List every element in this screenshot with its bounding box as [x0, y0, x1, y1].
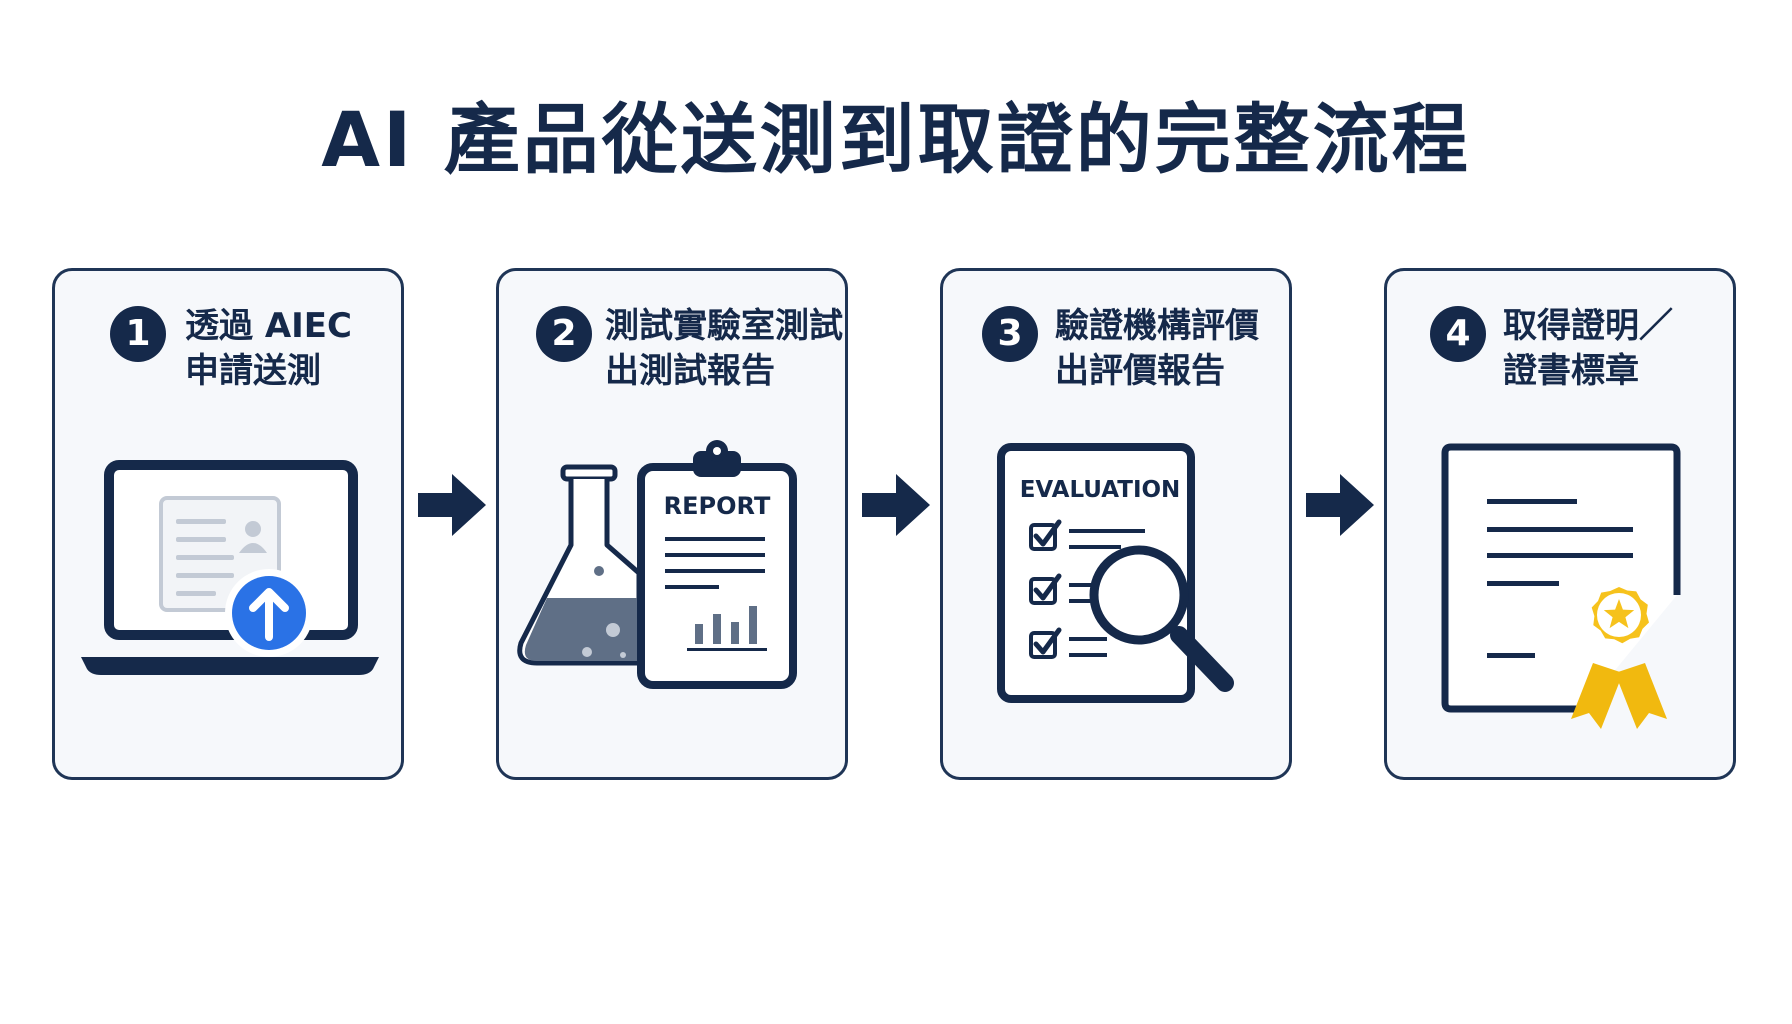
evaluation-checklist-icon: EVALUATION — [997, 443, 1234, 703]
step-title-line-1: 取得證明／ — [1503, 306, 1673, 346]
flow-arrow-icon — [418, 474, 486, 536]
laptop-upload-icon — [81, 460, 379, 675]
step-title-line-2: 證書標章 — [1503, 351, 1639, 391]
step-title-line-2: 申請送測 — [185, 351, 321, 391]
step-number-badge: 4 — [1430, 306, 1486, 362]
report-label: REPORT — [664, 492, 771, 520]
step-title-line-1: 測試實驗室測試 — [605, 306, 843, 346]
step-card-4: 4 取得證明／ 證書標章 — [1384, 268, 1736, 780]
evaluation-label: EVALUATION — [1020, 477, 1181, 503]
step-number-badge: 3 — [982, 306, 1038, 362]
lab-flask-report-icon: REPORT — [517, 440, 797, 689]
step-card-1: 1 透過 AIEC 申請送測 — [52, 268, 404, 780]
flow-arrow-icon — [862, 474, 930, 536]
step-number-badge: 1 — [110, 306, 166, 362]
step-title-line-1: 驗證機構評價 — [1055, 306, 1259, 346]
step-title-line-2: 出評價報告 — [1055, 351, 1225, 391]
step-number-badge: 2 — [536, 306, 592, 362]
step-card-3: 3 驗證機構評價 出評價報告 EVALUATION — [940, 268, 1292, 780]
certificate-badge-icon — [1441, 443, 1681, 729]
step-card-2: 2 測試實驗室測試 出測試報告 REPORT — [496, 268, 848, 780]
flow-arrow-icon — [1306, 474, 1374, 536]
page-title: AI 產品從送測到取證的完整流程 — [321, 95, 1471, 184]
step-title-line-2: 出測試報告 — [605, 351, 775, 391]
step-title-line-1: 透過 AIEC — [185, 306, 352, 346]
